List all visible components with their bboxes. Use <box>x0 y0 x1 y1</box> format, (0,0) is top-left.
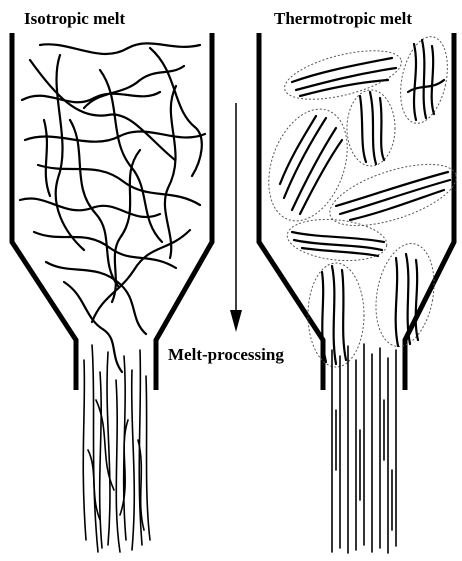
extrudate-fiber <box>100 372 102 548</box>
polymer-chain <box>38 165 200 205</box>
extrudate-fiber <box>96 400 114 490</box>
thermotropic-extrudate <box>332 344 396 553</box>
polymer-chain <box>44 120 50 196</box>
nematic-domain <box>308 263 364 367</box>
nematic-domain <box>393 32 454 127</box>
thermotropic-domains <box>254 32 462 367</box>
nematic-domain <box>280 41 406 109</box>
left-hopper-left-wall <box>12 33 76 390</box>
isotropic-melt-title: Isotropic melt <box>24 9 126 28</box>
isotropic-random-chains <box>20 43 205 372</box>
thermotropic-melt-title: Thermotropic melt <box>274 9 412 28</box>
isotropic-hopper <box>12 33 212 390</box>
extrudate-fiber <box>132 370 135 550</box>
down-arrow-icon <box>230 103 242 332</box>
melt-processing-label: Melt-processing <box>168 345 284 364</box>
polymer-chain <box>84 66 184 108</box>
polymer-chain <box>70 120 118 286</box>
extrudate-fiber <box>107 352 110 545</box>
isotropic-extrudate <box>83 345 150 552</box>
nematic-domain <box>285 215 389 265</box>
extrudate-fiber <box>83 360 86 540</box>
polymer-chain <box>40 43 200 54</box>
extrudate-fiber <box>92 345 98 552</box>
nematic-domain <box>368 239 441 351</box>
polymer-chain <box>165 86 176 258</box>
polymer-chain <box>25 131 205 141</box>
extrudate-fiber <box>116 380 120 552</box>
nematic-domain <box>323 152 462 238</box>
extrudate-fiber <box>146 376 150 540</box>
nematic-domain <box>347 90 395 166</box>
